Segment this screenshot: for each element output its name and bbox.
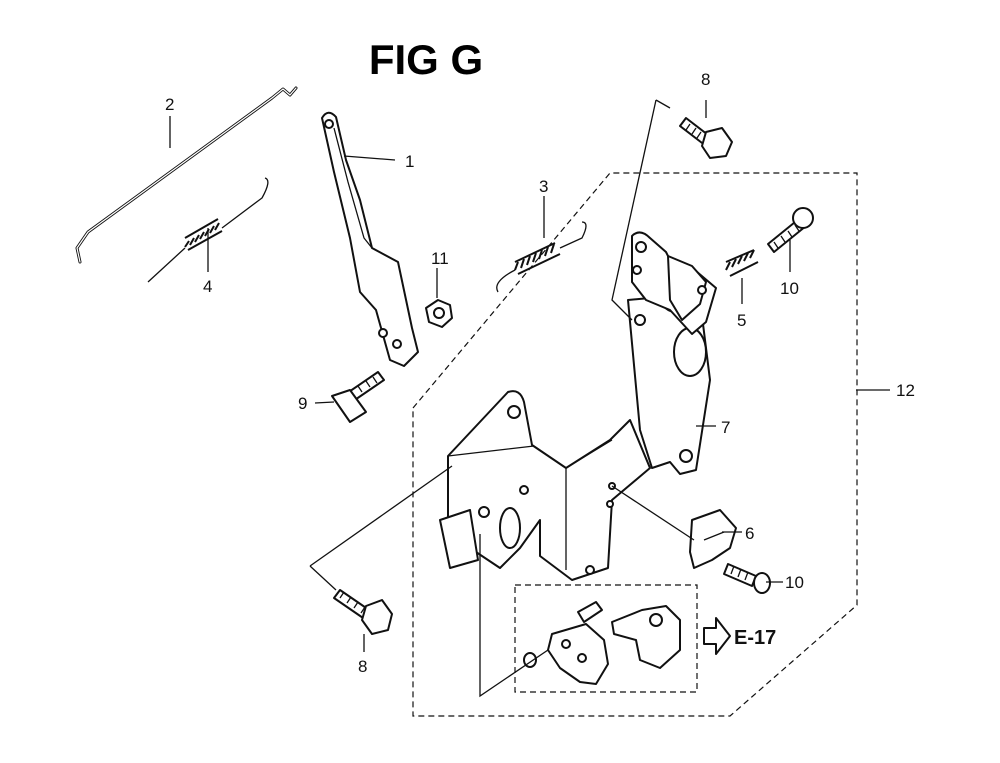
callout-7: 7 bbox=[721, 418, 730, 437]
part-2-throttle-rod bbox=[75, 86, 298, 264]
callout-9: 9 bbox=[298, 394, 307, 413]
callout-labels: 1 2 3 4 5 6 7 8 8 9 10 10 11 12 bbox=[165, 70, 915, 676]
part-11-nut bbox=[425, 299, 453, 328]
part-8-flange-bolt-top bbox=[679, 117, 733, 159]
callout-10-top: 10 bbox=[780, 279, 799, 298]
callout-10-lower: 10 bbox=[785, 573, 804, 592]
part-10-screw-top bbox=[767, 207, 814, 253]
callout-6: 6 bbox=[745, 524, 754, 543]
part-8-flange-bolt-lower bbox=[333, 589, 393, 635]
governor-subgroup-box bbox=[514, 584, 698, 693]
part-4-spring bbox=[147, 177, 269, 283]
reference-label: E-17 bbox=[734, 627, 776, 649]
callout-8-top: 8 bbox=[701, 70, 710, 89]
upper-lever-bracket bbox=[631, 231, 717, 335]
reference-e17[interactable]: E-17 bbox=[703, 617, 776, 655]
part-9-pivot-bolt bbox=[331, 371, 385, 423]
callout-8-lower: 8 bbox=[358, 657, 367, 676]
figure-title: FIG G bbox=[368, 36, 484, 83]
part-10-screw-lower bbox=[723, 563, 771, 594]
part-12-control-base-bracket bbox=[439, 390, 651, 581]
leader-lines bbox=[169, 99, 890, 698]
part-1-control-lever bbox=[321, 111, 419, 367]
part-5-spring bbox=[725, 249, 759, 277]
arrow-right-icon bbox=[703, 617, 731, 655]
callout-12: 12 bbox=[896, 381, 915, 400]
part-6-cable-clip bbox=[689, 509, 737, 569]
callout-2: 2 bbox=[165, 95, 174, 114]
assembly-boundary-12 bbox=[412, 172, 858, 717]
callout-1: 1 bbox=[405, 152, 414, 171]
e17-subgroup-parts bbox=[523, 601, 681, 685]
part-3-spring bbox=[496, 221, 587, 293]
callout-11: 11 bbox=[431, 249, 449, 268]
callout-3: 3 bbox=[539, 177, 548, 196]
callout-5: 5 bbox=[737, 311, 746, 330]
callout-4: 4 bbox=[203, 277, 212, 296]
